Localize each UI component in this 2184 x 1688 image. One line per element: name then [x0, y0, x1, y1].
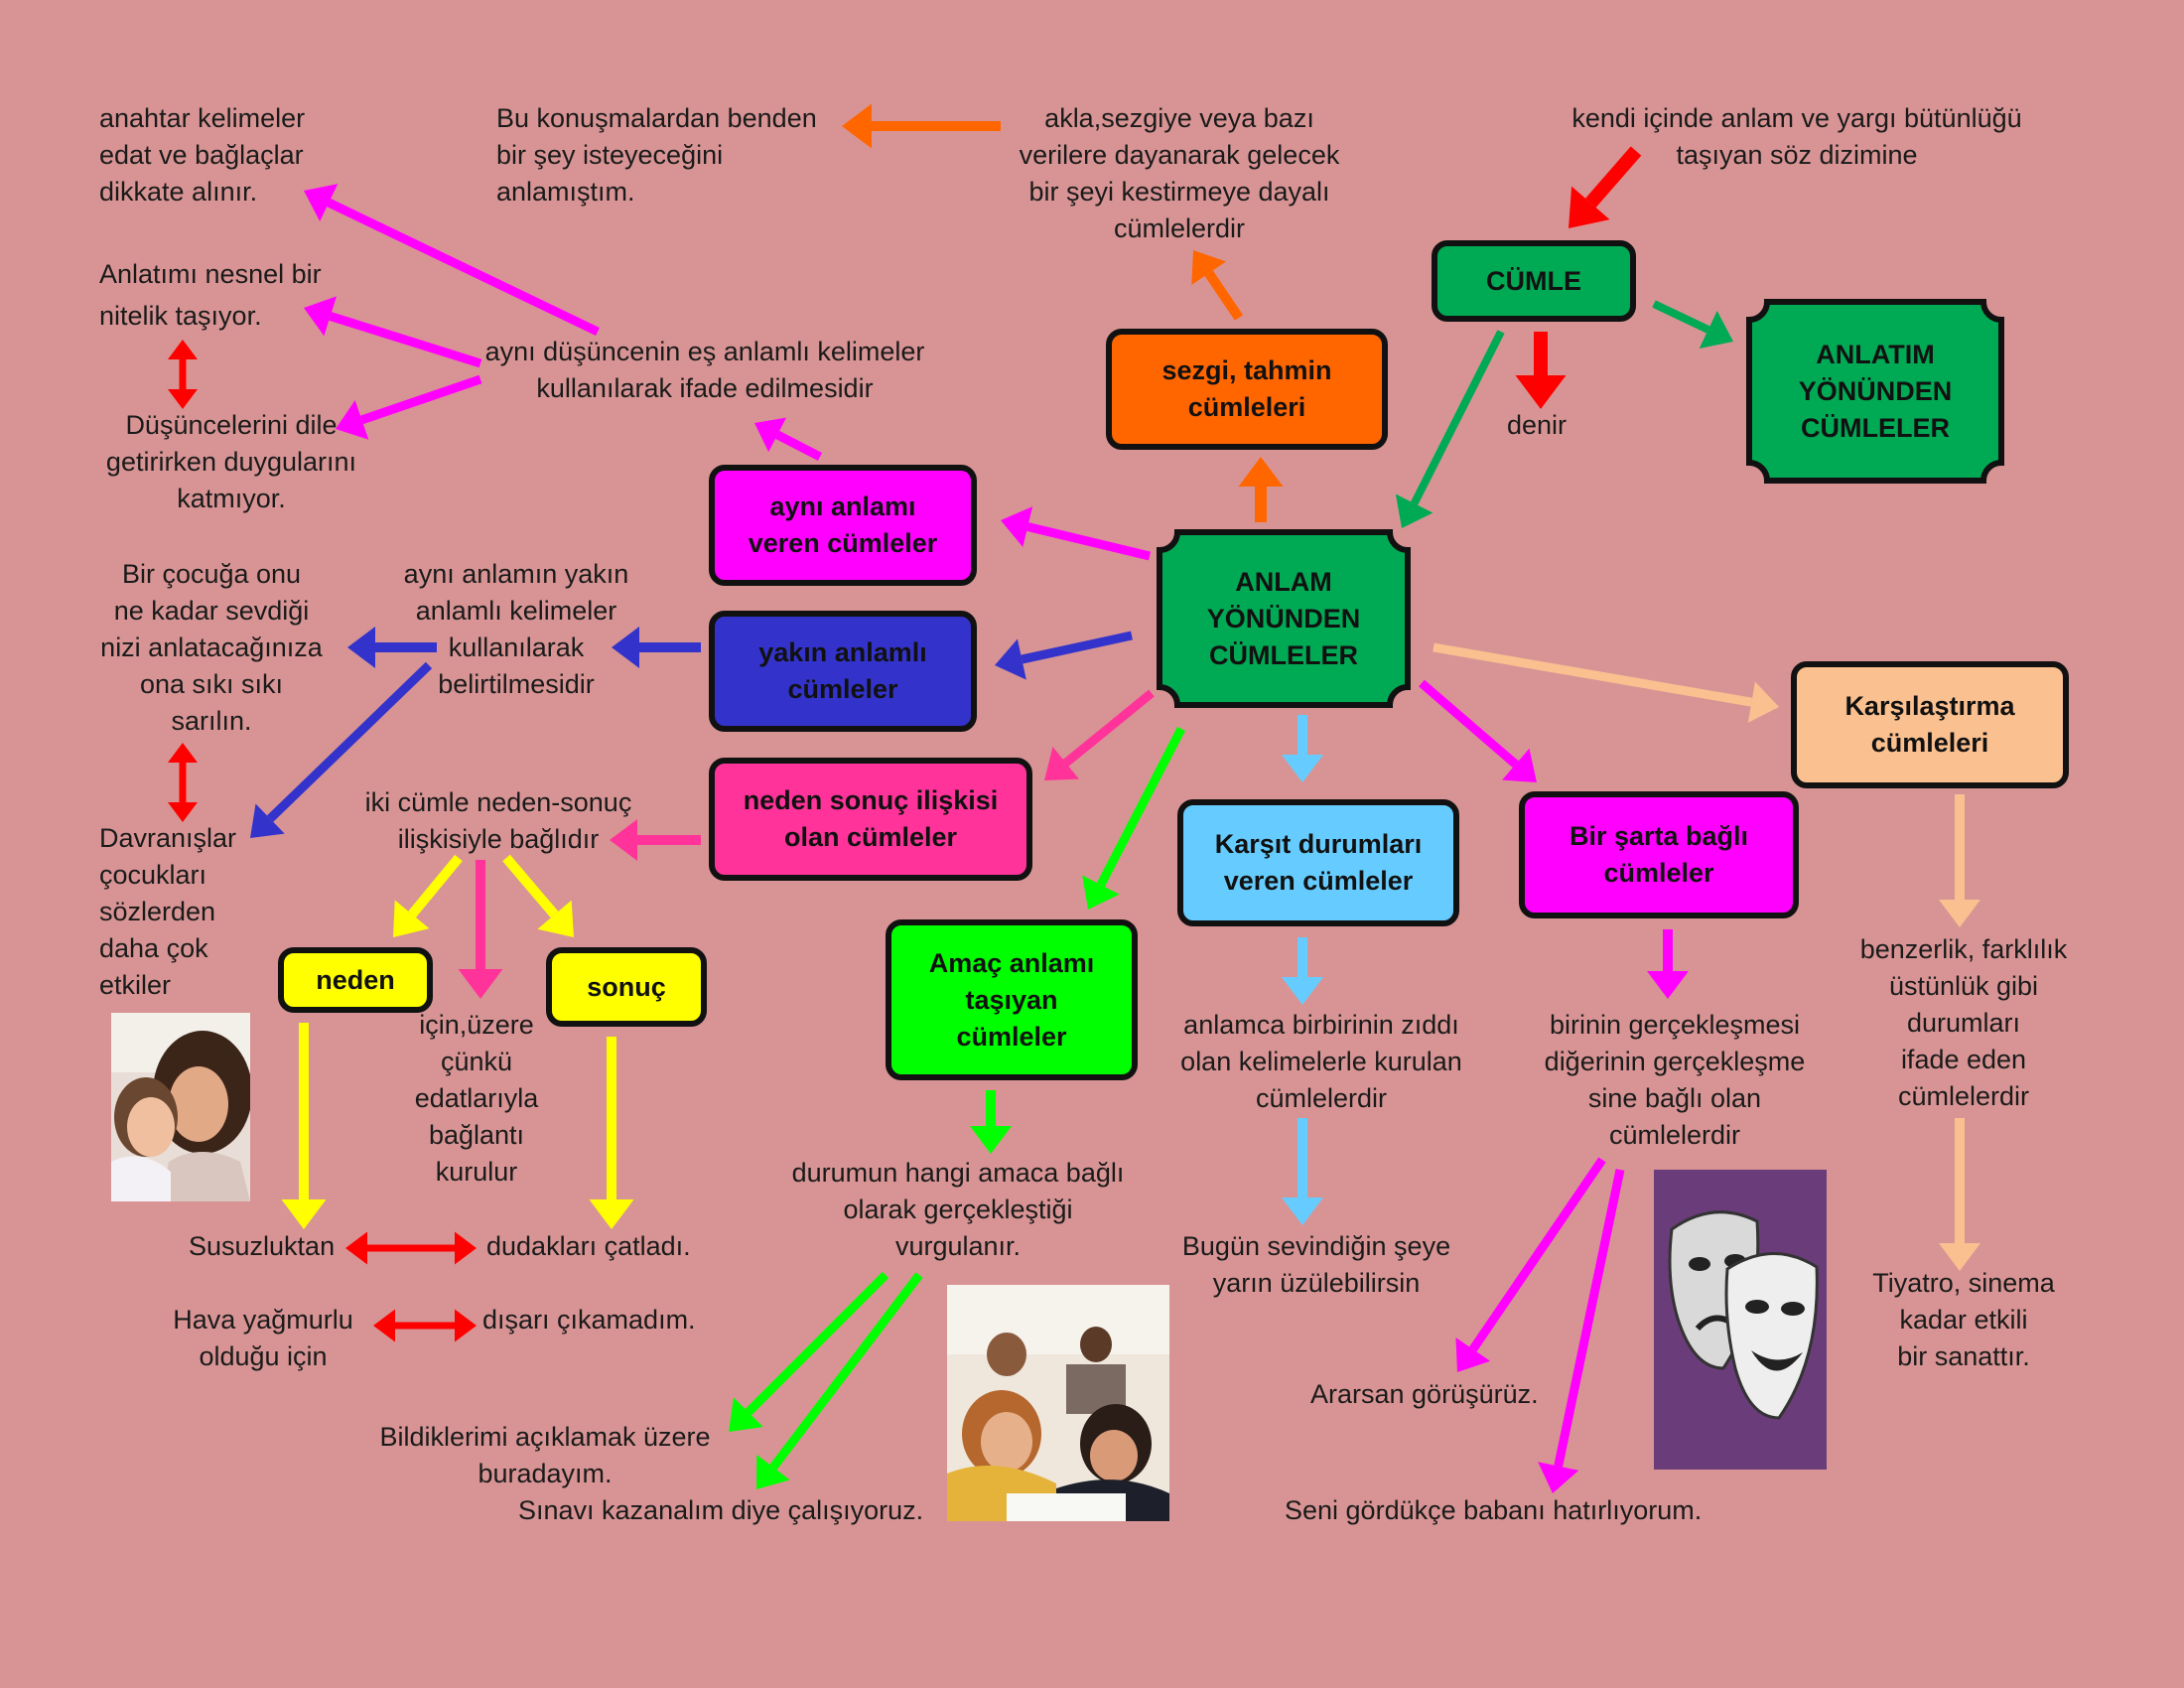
arrow-birinin-to-seni [1538, 1169, 1625, 1493]
arrow-iki-cumle-to-sonuc [502, 854, 574, 937]
arrow-amac-to-durumun [970, 1090, 1012, 1154]
text-davranislar: Davranışlar çocukları sözlerden daha çok… [99, 823, 237, 1000]
arrow-sonuc-to-dudaklari [589, 1037, 634, 1229]
arrow-center-to-karsilastirma [1433, 642, 1779, 723]
text-anlamca-birbirinin: anlamca birbirinin zıddı olan kelimelerl… [1180, 1010, 1462, 1113]
node-neden-sonuc: neden sonuç ilişkisi olan cümleler [709, 758, 1032, 881]
arrow-center-to-sart [1419, 679, 1537, 782]
arrow-bir-cocuga-davranislar [168, 743, 198, 822]
text-seni-gordukce: Seni gördükçe babanı hatırlıyorum. [1285, 1495, 1703, 1525]
arrow-center-to-sezgi [1238, 457, 1284, 522]
arrow-cumle-to-anlatim [1652, 300, 1733, 349]
arrow-cumle-to-center [1395, 330, 1505, 528]
text-ararsan: Ararsan görüşürüz. [1310, 1379, 1539, 1409]
arrow-center-to-amac [1082, 726, 1185, 910]
text-bugun-sevindigin: Bugün sevindiğin şeye yarın üzülebilirsi… [1181, 1231, 1451, 1298]
arrow-anlatimi-dusuncelerini [168, 340, 198, 409]
arrow-cumle-to-denir [1515, 332, 1567, 409]
arrow-ayni-dusunce-to-anlatimi [304, 296, 482, 368]
text-bir-cocuga: Bir çocuğa onu ne kadar sevdiği nizi anl… [100, 559, 323, 736]
arrow-akla-to-bu-konusma [842, 103, 1001, 149]
node-ayni-anlami: aynı anlamı veren cümleler [709, 465, 977, 586]
node-yakin-anlamli: yakın anlamlı cümleler [709, 611, 977, 732]
node-cumle: CÜMLE [1432, 240, 1636, 322]
text-ayni-dusuncenin: aynı düşüncenin eş anlamlı kelimeler kul… [484, 337, 925, 403]
node-neden: neden [278, 947, 433, 1013]
text-bildiklerimi: Bildiklerimi açıklamak üzere buradayım. [379, 1422, 711, 1488]
arrow-ayni-to-ayni-dusunce [754, 417, 823, 462]
node-sarta-bagli: Bir şarta bağlı cümleler [1519, 791, 1799, 918]
arrow-durumun-to-bildiklerimi [729, 1271, 889, 1432]
arrow-iki-cumle-to-neden [393, 854, 463, 937]
theater-masks-image [1654, 1170, 1827, 1470]
arrow-ayni-anlamin-to-bir-cocuga [347, 627, 437, 668]
node-amac-anlami: Amaç anlamı taşıyan cümleler [886, 919, 1138, 1080]
arrow-karsit-to-anlamca [1282, 937, 1323, 1005]
text-denir: denir [1507, 410, 1568, 440]
text-benzerlik: benzerlik, farklılık üstünlük gibi durum… [1859, 934, 2068, 1111]
arrow-kendi-to-cumle [1569, 146, 1642, 228]
arrow-birinin-to-ararsan [1455, 1157, 1606, 1372]
arrow-neden-to-susuzluktan [281, 1023, 327, 1229]
arrow-durumun-to-sinavi [756, 1272, 923, 1489]
arrow-susuzluktan-dudaklari [345, 1231, 477, 1265]
arrow-ayni-dusunce-to-dusuncelerini [336, 374, 482, 440]
node-karsilastirma: Karşılaştırma cümleleri [1791, 661, 2069, 788]
text-birinin: birinin gerçekleşmesi diğerinin gerçekle… [1544, 1010, 1806, 1150]
node-sezgi-tahmin: sezgi, tahmin cümleleri [1106, 329, 1388, 450]
center-node-anlam-yonunden: ANLAM YÖNÜNDEN CÜMLELER [1156, 528, 1412, 709]
text-disari: dışarı çıkamadım. [482, 1305, 696, 1335]
arrow-center-to-neden-sonuc [1044, 689, 1155, 780]
text-durumun-hangi: durumun hangi amaca bağlı olarak gerçekl… [791, 1158, 1125, 1261]
arrow-center-to-karsit [1282, 715, 1323, 782]
arrow-neden-sonuc-to-iki-cumle [610, 819, 701, 861]
arrow-anlamca-to-bugun [1282, 1118, 1323, 1225]
arrow-karsilastirma-to-benzerlik [1939, 794, 1980, 927]
arrow-sart-to-birinin [1647, 929, 1689, 999]
node-sonuc: sonuç [546, 947, 707, 1027]
text-iki-cumle: iki cümle neden-sonuç ilişkisiyle bağlıd… [364, 787, 632, 854]
node-anlatim-yonunden: ANLATIM YÖNÜNDEN CÜMLELER [1745, 298, 2005, 485]
arrow-sezgi-to-akla [1191, 250, 1244, 321]
arrow-ayni-anlamin-to-davranislar [250, 661, 433, 838]
text-akla-sezgiye: akla,sezgiye veya bazı verilere dayanara… [1019, 103, 1340, 243]
text-anahtar-kelimeler: anahtar kelimeler edat ve bağlaçlar dikk… [99, 103, 306, 207]
arrow-center-to-yakin [995, 631, 1133, 680]
arrow-iki-cumle-to-icin [458, 860, 503, 999]
text-tiyatro: Tiyatro, sinema kadar etkili bir sanattı… [1872, 1268, 2055, 1371]
exam-students-photo [947, 1285, 1169, 1521]
text-dudaklari: dudakları çatladı. [486, 1231, 691, 1261]
arrow-center-to-ayni [1001, 506, 1152, 561]
text-icin-uzere: için,üzere çünkü edatlarıyla bağlantı ku… [414, 1010, 539, 1187]
text-bu-konusmalardan: Bu konuşmalardan benden bir şey isteyece… [496, 103, 817, 207]
text-hava-yagmurlu: Hava yağmurlu olduğu için [173, 1305, 353, 1371]
arrow-hava-disari [373, 1309, 477, 1342]
text-sinavi: Sınavı kazanalım diye çalışıyoruz. [518, 1495, 924, 1525]
arrow-yakin-to-ayni-anlamin [612, 627, 701, 668]
text-dusuncelerini: Düşüncelerini dile getirirken duyguların… [105, 410, 357, 513]
text-kendi-icinde: kendi içinde anlam ve yargı bütünlüğü ta… [1571, 103, 2022, 170]
mother-child-photo [111, 1013, 250, 1201]
arrow-ayni-dusunce-to-anahtar [304, 184, 600, 337]
node-karsit-durumlari: Karşıt durumları veren cümleler [1177, 799, 1459, 926]
text-anlatimi-nesnel: Anlatımı nesnel bir nitelik taşıyor. [99, 259, 322, 331]
arrow-benzerlik-to-tiyatro [1939, 1118, 1980, 1271]
text-ayni-anlamin-yakin: aynı anlamın yakın anlamlı kelimeler kul… [403, 559, 629, 699]
text-susuzluktan: Susuzluktan [189, 1231, 336, 1261]
